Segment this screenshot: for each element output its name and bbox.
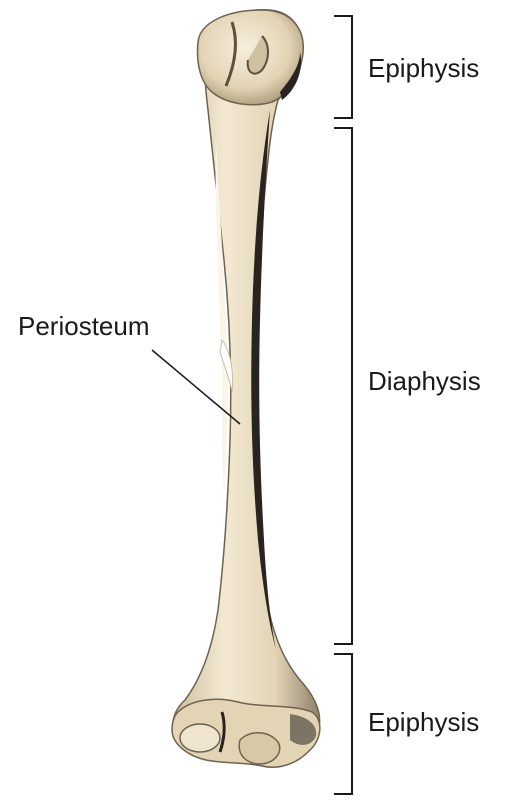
label-epiphysis-top: Epiphysis [368, 53, 479, 84]
bracket-diaphysis [334, 128, 352, 644]
bracket-epiphysis-bottom [334, 654, 352, 794]
trochlea [239, 733, 280, 764]
label-diaphysis: Diaphysis [368, 366, 481, 397]
label-periosteum: Periosteum [18, 311, 150, 342]
bracket-epiphysis-top [334, 16, 352, 118]
capitulum [180, 724, 220, 752]
label-epiphysis-bottom: Epiphysis [368, 707, 479, 738]
